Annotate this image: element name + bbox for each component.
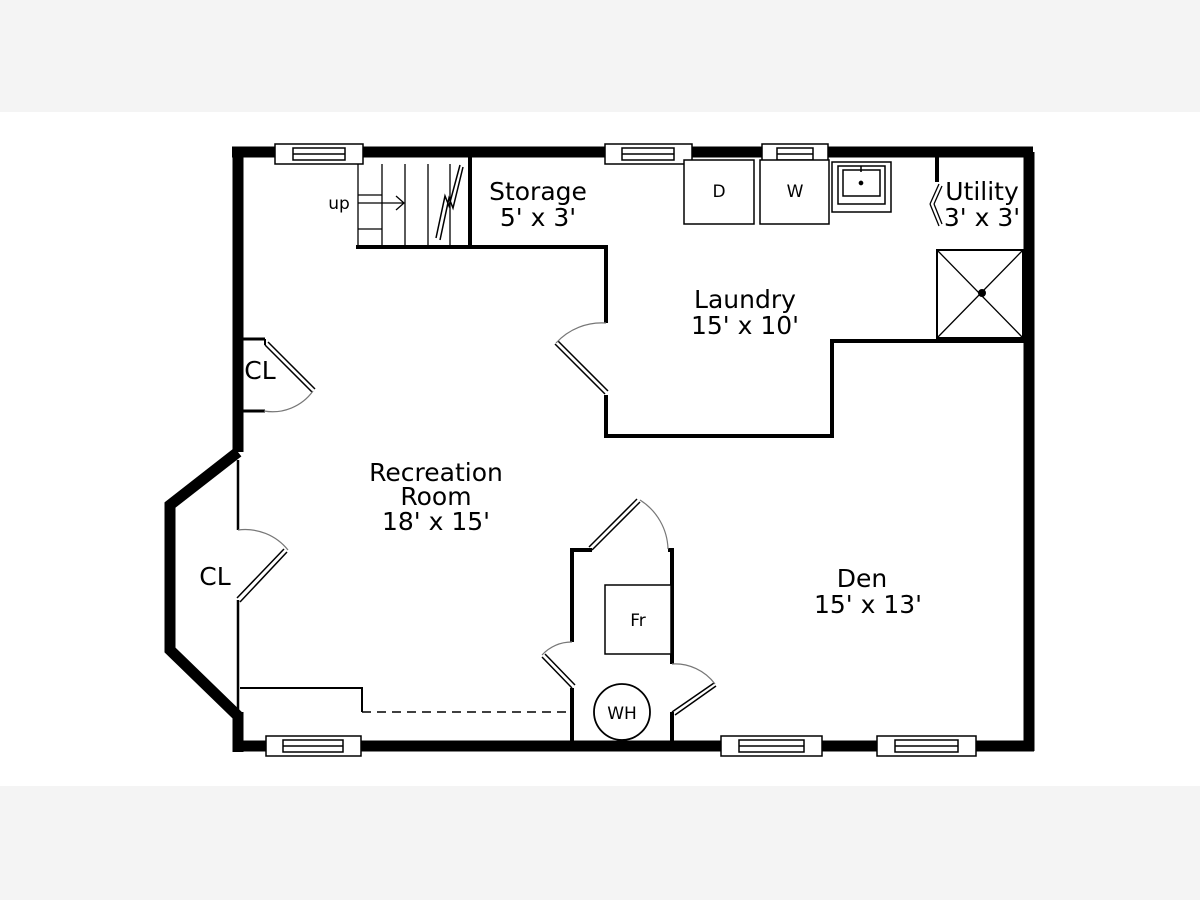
dryer-label: D — [712, 182, 725, 202]
laundry-size: 15' x 10' — [691, 311, 799, 340]
utility-door — [929, 183, 943, 227]
closet-upper — [240, 337, 316, 413]
recreation-size: 18' x 15' — [382, 507, 490, 536]
laundry-sink — [831, 161, 892, 213]
water-heater-label: WH — [607, 704, 637, 724]
window-bottom-1 — [265, 735, 362, 757]
water-heater — [593, 683, 651, 741]
utility-chase — [936, 249, 1024, 339]
storage-name: Storage — [489, 177, 587, 206]
fridge — [604, 584, 672, 655]
closet-upper-label: CL — [244, 356, 275, 385]
mech-enclosure — [541, 498, 717, 744]
laundry-name: Laundry — [694, 285, 796, 314]
utility-name: Utility — [945, 177, 1019, 206]
washer — [759, 159, 830, 225]
counter — [240, 687, 572, 713]
stairs-label: up — [328, 194, 350, 214]
laundry-door — [554, 322, 609, 395]
exterior-walls — [164, 146, 1035, 752]
recreation-name-2: Room — [400, 482, 471, 511]
fridge-label: Fr — [630, 611, 646, 631]
dryer — [683, 159, 755, 225]
den-size: 15' x 13' — [814, 590, 922, 619]
window-bottom-3 — [876, 735, 977, 757]
window-top-1 — [274, 143, 364, 165]
window-top-2 — [604, 143, 693, 165]
appliances — [683, 159, 892, 225]
den-name: Den — [837, 564, 887, 593]
floor-plan: up D W — [0, 112, 1200, 786]
window-bottom-2 — [720, 735, 823, 757]
floor-plan-drawing: up D W — [164, 143, 1035, 757]
recreation-name-1: Recreation — [369, 458, 503, 487]
interior-walls — [356, 157, 1024, 438]
closet-lower — [236, 460, 289, 712]
windows — [265, 143, 977, 757]
stairs — [357, 164, 464, 247]
wall-bay — [164, 447, 242, 720]
washer-label: W — [787, 182, 804, 202]
closet-lower-label: CL — [199, 562, 230, 591]
storage-size: 5' x 3' — [500, 203, 576, 232]
utility-size: 3' x 3' — [944, 203, 1020, 232]
